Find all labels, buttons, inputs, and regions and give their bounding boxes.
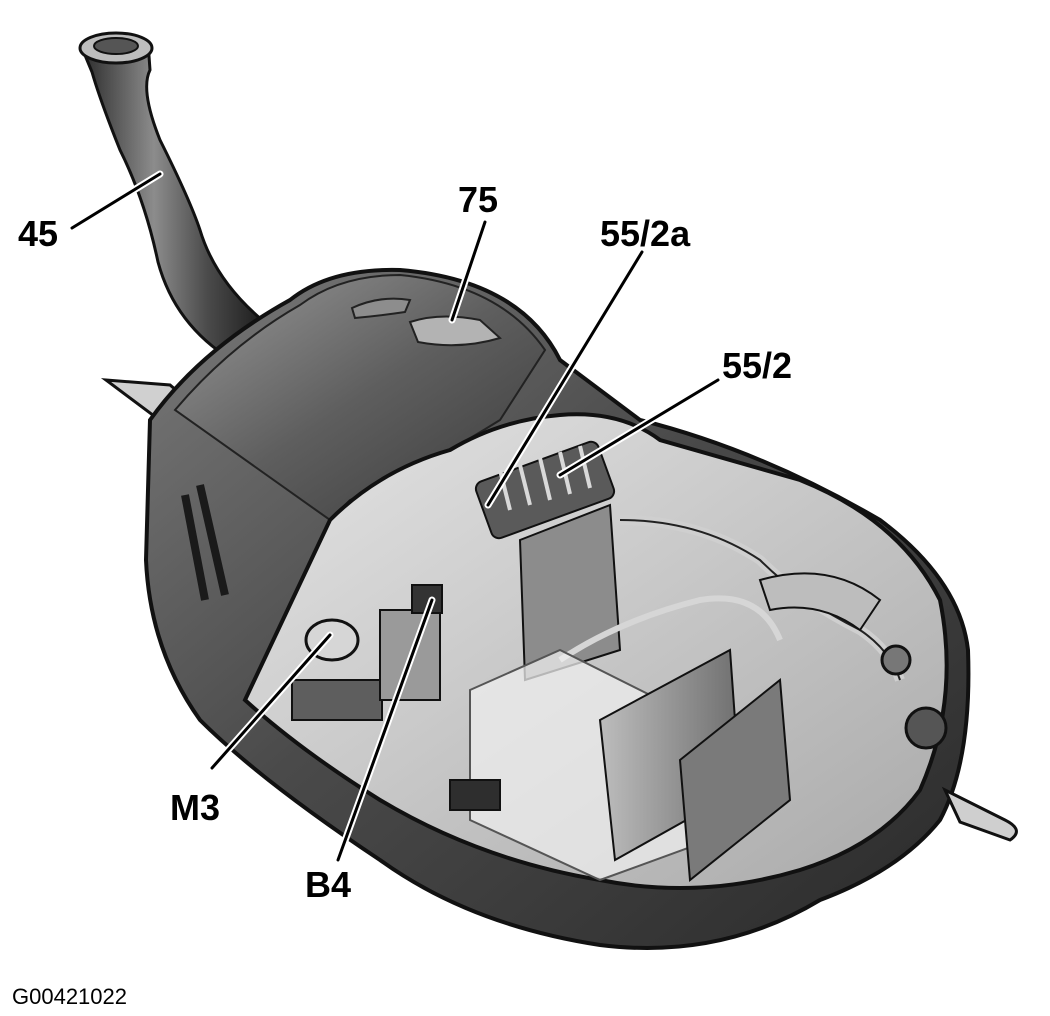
- leader-lines: [68, 170, 722, 864]
- vent-valve: [758, 572, 882, 632]
- baffle-plate-2: [678, 678, 792, 882]
- side-rib: [181, 484, 229, 601]
- callout-55-2a: 55/2a: [600, 213, 691, 254]
- leader-b4: [336, 598, 434, 862]
- callout-b4: B4: [305, 864, 351, 905]
- fuel-line-secondary: [558, 595, 783, 663]
- callout-m3: M3: [170, 787, 220, 828]
- connector-upper: [880, 644, 912, 676]
- figure-id: G00421022: [12, 984, 127, 1009]
- mounting-flange-right: [941, 786, 1018, 842]
- callout-45: 45: [18, 213, 58, 254]
- callout-labels: 45 75 55/2a 55/2 M3 B4: [18, 179, 792, 905]
- filler-cap-opening: [93, 37, 139, 55]
- leader-m3: [210, 633, 332, 770]
- connector-lower: [904, 706, 948, 750]
- leader-45: [70, 172, 162, 230]
- motor-assembly: [291, 609, 441, 721]
- leader-55-2: [558, 378, 720, 477]
- sensor-assembly: [411, 584, 501, 811]
- filler-neck: [80, 34, 265, 362]
- top-fitting: [408, 315, 502, 347]
- tank-illustration: [78, 31, 1018, 950]
- callout-75: 75: [458, 179, 498, 220]
- top-vent-recess: [350, 297, 412, 320]
- leader-55-2a: [486, 250, 644, 507]
- callout-55-2: 55/2: [722, 345, 792, 386]
- leader-75: [450, 220, 487, 322]
